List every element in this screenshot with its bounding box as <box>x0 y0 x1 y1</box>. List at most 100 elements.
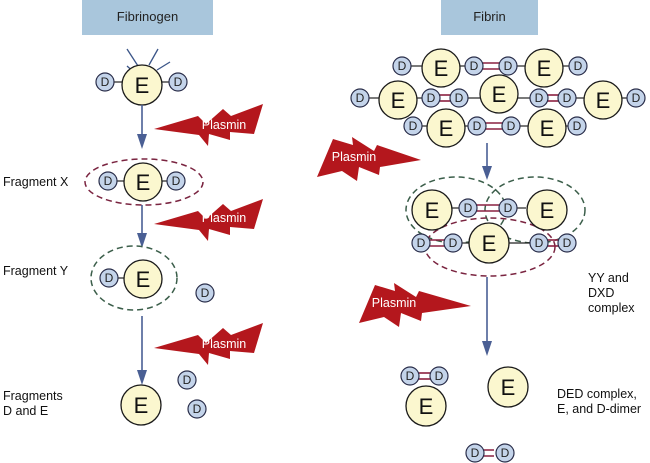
plasmin-bolt-2: Plasmin <box>154 199 263 241</box>
lightning-bolt-icon <box>154 323 263 365</box>
d-label: D <box>470 59 479 73</box>
plasmin-label: Plasmin <box>202 337 247 351</box>
fragment-e: E <box>487 366 529 408</box>
yy-label-line1: YY and <box>588 271 629 285</box>
plasmin-bolt-5: Plasmin <box>359 283 471 327</box>
e-domain <box>526 189 568 231</box>
d-label: D <box>105 271 114 285</box>
e-label: E <box>434 56 449 81</box>
d-label: D <box>573 119 582 133</box>
arrow-down-icon <box>482 143 492 180</box>
d-domain <box>99 268 119 288</box>
fragment-y-outline <box>90 245 178 311</box>
fibrin-header: Fibrin <box>441 0 538 35</box>
arrow-down-icon <box>137 205 147 248</box>
free-d-fragment: D <box>195 283 215 303</box>
e-label: E <box>425 198 440 223</box>
d-domain <box>467 116 487 136</box>
spike <box>126 48 139 67</box>
ded-complex: D D E <box>400 366 449 427</box>
e-domain <box>378 80 418 120</box>
e-label: E <box>136 170 151 195</box>
d-domain <box>421 88 441 108</box>
fragment-d: D <box>177 370 197 390</box>
ded-label-line1: DED complex, <box>557 387 637 401</box>
ded-label-line2: E, and D-dimer <box>557 402 641 416</box>
d-domain <box>98 171 118 191</box>
yy-dxd-complex: E D D E D D E D D <box>405 176 586 277</box>
fibrinogen-header-label: Fibrinogen <box>117 9 178 24</box>
lightning-bolt-icon <box>154 104 263 146</box>
d-label: D <box>535 91 544 105</box>
d-label: D <box>464 201 473 215</box>
d-domain <box>498 198 518 218</box>
d-domain <box>529 88 549 108</box>
d-label: D <box>183 373 192 387</box>
e-label: E <box>492 82 507 107</box>
arrow-down-icon <box>482 277 492 356</box>
d-domain <box>400 366 420 386</box>
e-domain <box>426 108 466 148</box>
d-domain <box>166 171 186 191</box>
fragment-y: D E <box>90 245 178 311</box>
fragment-e: E <box>120 384 162 426</box>
yy-label-line3: complex <box>588 301 635 315</box>
d-domain <box>567 116 587 136</box>
d-label: D <box>409 119 418 133</box>
d-label: D <box>174 75 183 89</box>
d-label: D <box>101 75 110 89</box>
d-domain <box>465 443 485 463</box>
d-domain <box>557 233 577 253</box>
e-domain <box>524 48 564 88</box>
e-label: E <box>596 88 611 113</box>
e-label: E <box>482 231 497 256</box>
d-label: D <box>406 369 415 383</box>
d-domain <box>557 88 577 108</box>
d-domain <box>626 88 646 108</box>
e-domain <box>479 74 519 114</box>
d-domain <box>449 88 469 108</box>
d-label: D <box>172 174 181 188</box>
fibrinogen-molecule: D E D <box>95 48 188 106</box>
d-label: D <box>632 91 641 105</box>
d-label: D <box>471 446 480 460</box>
d-domain <box>411 233 431 253</box>
d-label: D <box>535 236 544 250</box>
e-domain <box>421 48 461 88</box>
d-label: D <box>398 59 407 73</box>
yy-label-line2: DXD <box>588 286 614 300</box>
d-label: D <box>193 402 202 416</box>
fibrin-header-label: Fibrin <box>473 9 506 24</box>
fragment-y-label: Fragment Y <box>3 264 69 278</box>
e-domain <box>123 162 163 202</box>
d-label: D <box>201 286 210 300</box>
d-domain <box>403 116 423 136</box>
plasmin-label: Plasmin <box>202 211 247 225</box>
d-dimer: D D <box>465 443 515 463</box>
d-domain <box>350 88 370 108</box>
e-label: E <box>540 116 555 141</box>
e-label: E <box>134 393 149 418</box>
d-label: D <box>356 91 365 105</box>
d-label: D <box>504 59 513 73</box>
fragment-d: D <box>187 399 207 419</box>
d-domain <box>168 72 188 92</box>
e-domain <box>123 259 163 299</box>
lightning-bolt-icon <box>154 199 263 241</box>
d-domain <box>443 233 463 253</box>
e-label: E <box>136 267 151 292</box>
d-domain <box>458 198 478 218</box>
lightning-bolt-icon <box>317 137 421 181</box>
e-domain <box>583 80 623 120</box>
plasmin-bolt-1: Plasmin <box>154 104 263 146</box>
spike <box>156 61 171 71</box>
d-label: D <box>563 236 572 250</box>
fibrinogen-header: Fibrinogen <box>82 0 213 35</box>
e-domain <box>411 189 453 231</box>
d-domain <box>495 443 515 463</box>
e-label: E <box>135 73 150 98</box>
e-label: E <box>391 88 406 113</box>
e-label: E <box>537 56 552 81</box>
d-label: D <box>501 446 510 460</box>
